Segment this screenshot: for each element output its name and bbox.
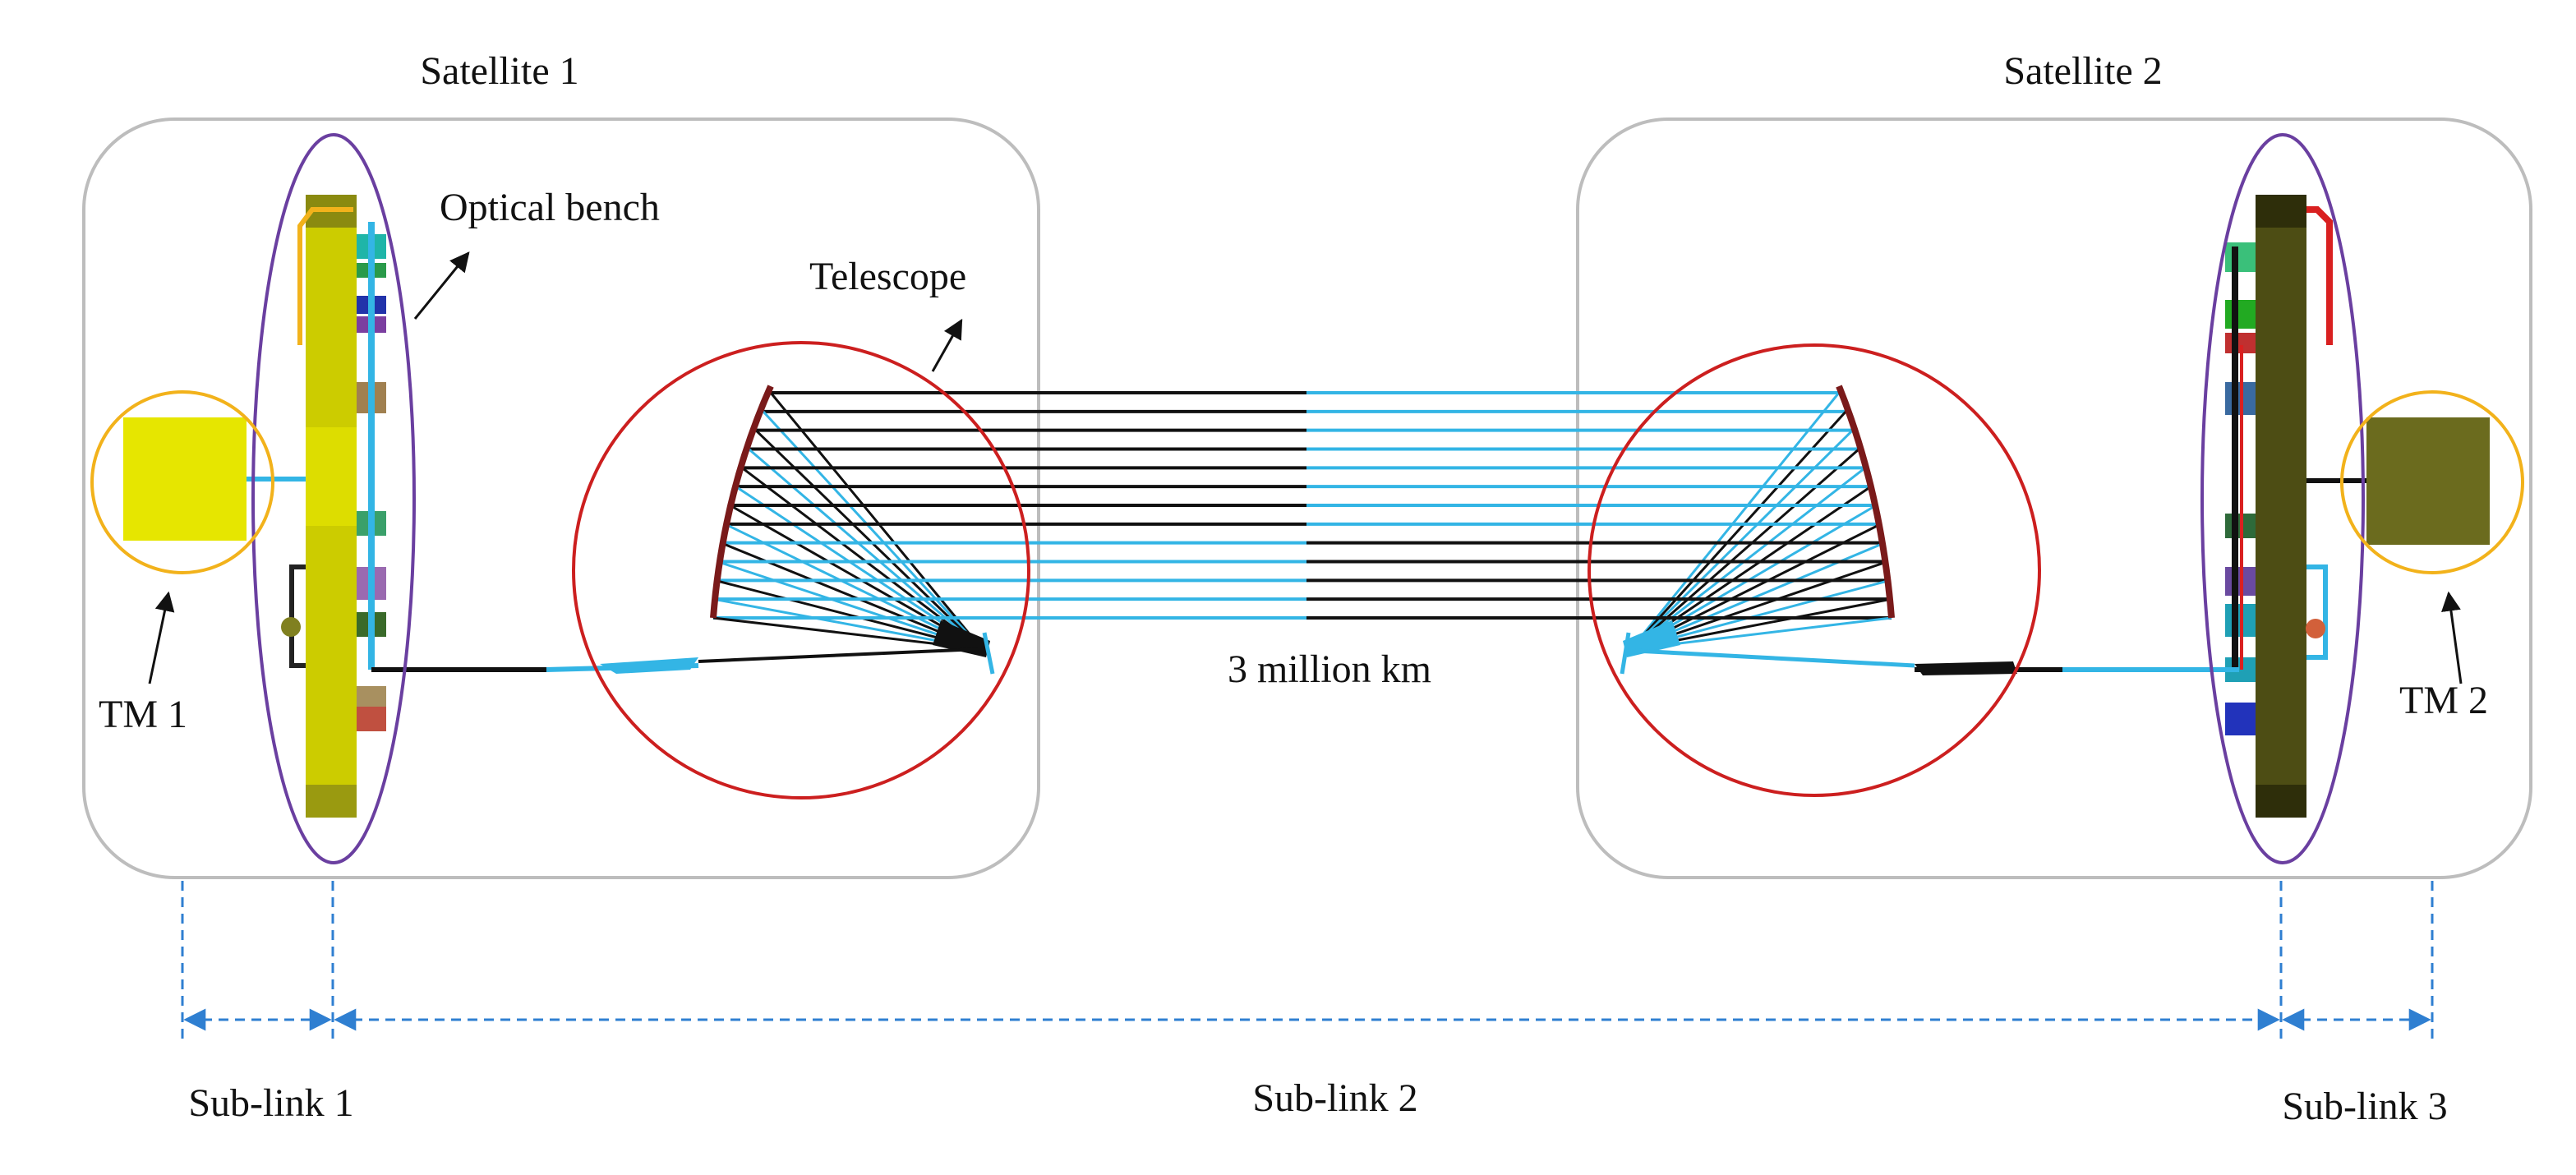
satellite-1-enclosure [82, 118, 1040, 879]
telescope-1-outline [572, 341, 1030, 799]
telescope-1-ray [769, 392, 984, 650]
sub-link-guides [181, 881, 2434, 1045]
test-mass-1 [123, 417, 247, 541]
telescope-label: Telescope [809, 255, 966, 298]
telescope-2-ray [1630, 467, 1866, 651]
distance-label: 3 million km [1228, 647, 1431, 691]
tm-2-label: TM 2 [2399, 679, 2488, 722]
telescope-1-ray [762, 410, 984, 651]
telescope-2-outline [1588, 343, 2041, 797]
telescope-2-ray [1630, 448, 1860, 651]
optical-bench-2 [2256, 195, 2306, 818]
sub-link-2-label: Sub-link 2 [1252, 1076, 1417, 1120]
satellite-2-enclosure [1576, 118, 2532, 879]
telescope-1-ray [741, 467, 983, 651]
sub-link-3-label: Sub-link 3 [2282, 1085, 2447, 1128]
satellite-1-hardware [123, 195, 979, 818]
optical-bench-2-outline [2200, 133, 2365, 864]
tm-2-outline [2340, 390, 2524, 574]
telescope-2-mirror [1836, 385, 1895, 619]
test-mass-2 [2366, 417, 2490, 545]
tm-2-pointer [2441, 591, 2463, 684]
inter-satellite-beams [712, 391, 1892, 657]
telescope-focus [1623, 620, 1680, 657]
sub-link-1-label: Sub-link 1 [188, 1081, 353, 1125]
satellite-2-hardware [1634, 195, 2490, 818]
optical-bench-1-outline [251, 133, 416, 864]
telescope-2-ray [1629, 410, 1847, 651]
tm-1-outline [90, 390, 274, 574]
tm-1-pointer [148, 591, 175, 684]
satellite-1-label: Satellite 1 [420, 49, 578, 93]
telescope-1-ray [748, 448, 983, 651]
optical-bench-label: Optical bench [440, 186, 660, 229]
tm-1-label: TM 1 [99, 693, 187, 736]
satellite-2-label: Satellite 2 [2003, 49, 2162, 93]
telescope-pointer [931, 318, 963, 372]
telescope-2-ray [1629, 392, 1841, 650]
optical-bench-pointer [413, 251, 470, 320]
telescope-1-mirror [710, 385, 774, 619]
